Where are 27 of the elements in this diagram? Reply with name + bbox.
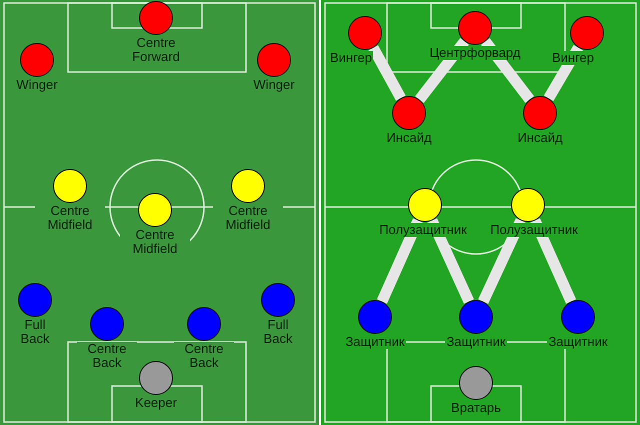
connector-line	[530, 218, 576, 304]
connector-line	[376, 218, 424, 304]
position-label: Вратарь	[450, 401, 502, 415]
connector-line	[544, 44, 584, 102]
position-label: Защитник	[445, 335, 507, 349]
position-label: Keeper	[134, 396, 178, 410]
position-label: Вингер	[328, 51, 374, 65]
position-label: Защитник	[344, 335, 406, 349]
connector-line	[478, 218, 526, 304]
position-label: Инсайд	[385, 131, 433, 145]
position-label: Winger	[15, 78, 59, 92]
connector-line	[427, 218, 474, 304]
position-label: Centre Midfield	[35, 204, 105, 232]
position-label: Вингер	[550, 51, 596, 65]
position-label: Полузащитник	[378, 223, 468, 237]
position-label: Centre Back	[174, 342, 234, 370]
connector-line	[480, 38, 534, 103]
position-label: Защитник	[547, 335, 609, 349]
connector-line	[415, 38, 469, 103]
position-label: Winger	[252, 78, 296, 92]
position-label: Centre Midfield	[120, 228, 190, 256]
connector-line	[368, 45, 406, 101]
position-label: Центрфорвард	[428, 46, 522, 60]
position-label: Полузащитник	[489, 223, 579, 237]
position-label: Centre Midfield	[213, 204, 283, 232]
position-label: Centre Back	[77, 342, 137, 370]
position-label: Инсайд	[516, 131, 564, 145]
